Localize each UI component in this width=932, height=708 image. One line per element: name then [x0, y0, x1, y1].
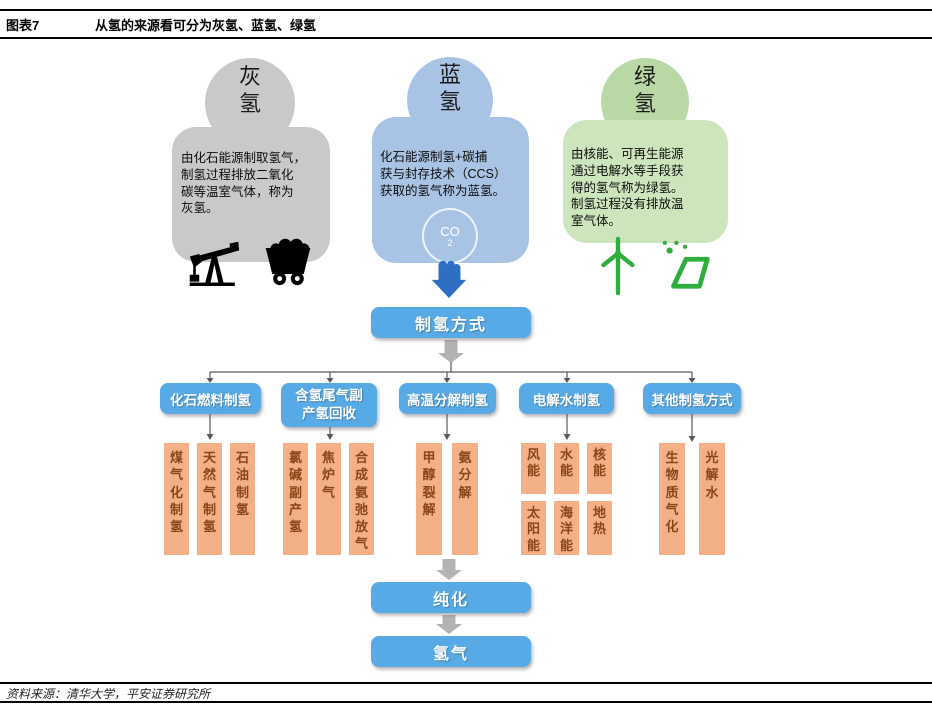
category-electrolysis-box: 电解水制氢	[519, 383, 614, 414]
footer-top-rule	[0, 682, 932, 684]
green-hydrogen-title: 绿氢	[634, 64, 657, 116]
category-other-box: 其他制氢方式	[643, 383, 741, 414]
header-bottom-rule	[0, 37, 932, 39]
hand-capture-arrow-icon	[431, 260, 467, 299]
leaf-box: 水能	[554, 443, 579, 494]
gray-hydrogen-panel	[172, 127, 330, 262]
branch-connectors	[206, 362, 696, 442]
solar-panel-icon	[662, 240, 710, 289]
leaf-box: 煤气化制氢	[164, 443, 189, 555]
leaf-box: 核能	[587, 443, 612, 494]
oil-pumpjack-icon	[189, 241, 240, 286]
leaf-box: 生物质气化	[659, 443, 685, 555]
leaf-box: 甲醇裂解	[416, 443, 442, 555]
flow-root-box: 制氢方式	[371, 307, 531, 338]
leaf-box: 光解水	[699, 443, 725, 555]
source-note: 资料来源：清华大学，平安证券研究所	[6, 687, 211, 701]
green-hydrogen-desc: 由核能、可再生能源 通过电解水等手段获 得的氢气称为绿氢。 制氢过程没有排放温 …	[571, 147, 684, 228]
leaves-other: 生物质气化 光解水	[659, 443, 725, 555]
hydrogen-box: 氢气	[371, 636, 531, 667]
category-tail-gas-box: 含氢尾气副产氢回收	[281, 383, 377, 427]
leaf-box: 氯碱副产氢	[283, 443, 308, 555]
gray-hydrogen-title: 灰氢	[239, 64, 262, 116]
leaf-box: 天然气制氢	[197, 443, 222, 555]
leaf-box: 焦炉气	[316, 443, 341, 555]
leaf-box: 太阳能	[521, 501, 546, 555]
leaf-box: 地热	[587, 501, 612, 555]
leaf-box: 氨分解	[452, 443, 478, 555]
purify-box: 纯化	[371, 582, 531, 613]
leaf-box: 风能	[521, 443, 546, 494]
header-top-rule	[0, 9, 932, 11]
category-fossil-fuel-box: 化石燃料制氢	[160, 383, 261, 414]
green-hydrogen-panel	[563, 120, 728, 243]
figure-label: 图表7	[6, 18, 40, 33]
blue-hydrogen-title: 蓝氢	[439, 62, 462, 114]
figure-title: 从氢的来源看可分为灰氢、蓝氢、绿氢	[95, 18, 317, 33]
footer-bottom-rule	[0, 701, 932, 703]
blue-hydrogen-desc: 化石能源制氢+碳捕 获与封存技术（CCS） 获取的氢气称为蓝氢。	[380, 150, 507, 198]
leaves-fossil-fuel: 煤气化制氢 天然气制氢 石油制氢	[164, 443, 255, 555]
leaf-box: 海洋能	[554, 501, 579, 555]
category-pyrolysis-box: 高温分解制氢	[399, 383, 496, 414]
leaves-electrolysis: 风能 水能 核能 太阳能 海洋能 地热	[521, 443, 612, 555]
figure-header: 图表7 从氢的来源看可分为灰氢、蓝氢、绿氢	[0, 13, 932, 37]
down-block-arrow-icon	[436, 340, 464, 634]
leaf-box: 石油制氢	[230, 443, 255, 555]
coal-cart-icon	[265, 238, 311, 286]
leaves-pyrolysis: 甲醇裂解 氨分解	[416, 443, 478, 555]
leaves-tail-gas: 氯碱副产氢 焦炉气 合成氨弛放气	[283, 443, 374, 555]
gray-hydrogen-desc: 由化石能源制取氢气， 制氢过程排放二氧化 碳等温室气体，称为 灰氢。	[181, 151, 307, 216]
wind-turbine-icon	[601, 236, 635, 296]
leaf-box: 合成氨弛放气	[349, 443, 374, 555]
